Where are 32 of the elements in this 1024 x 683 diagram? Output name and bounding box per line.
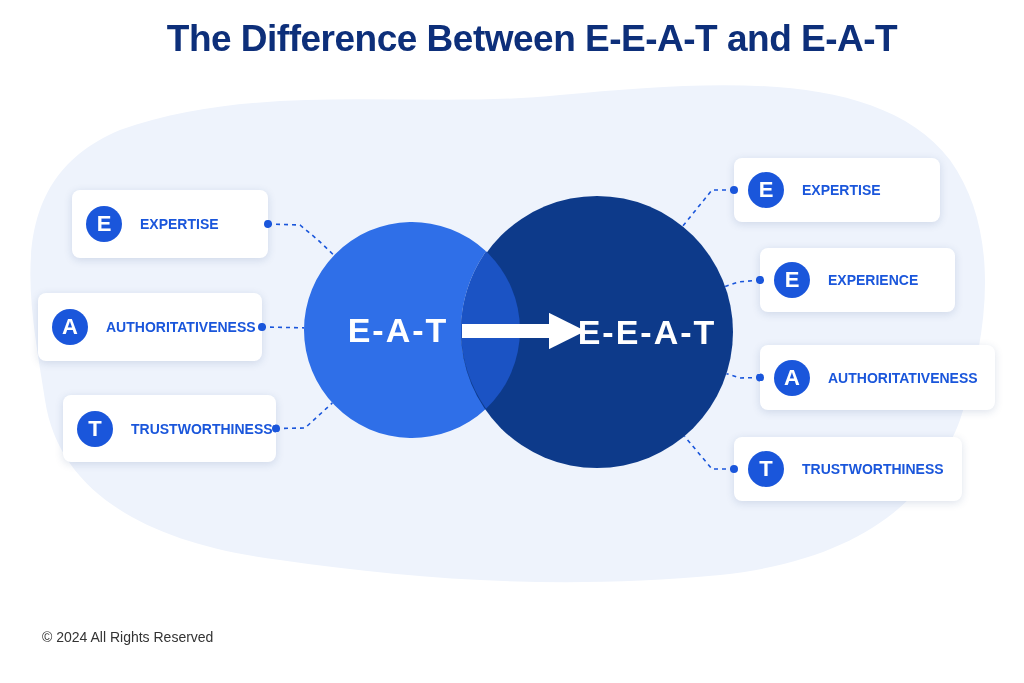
letter-badge: E — [86, 206, 122, 242]
label-card — [72, 190, 268, 258]
letter-badge: A — [52, 309, 88, 345]
circle-label: E-A-T — [347, 310, 449, 350]
circle-label: E-E-A-T — [577, 312, 717, 352]
card-label: EXPERIENCE — [828, 272, 919, 288]
label-card — [734, 437, 962, 501]
label-card — [760, 248, 955, 312]
dashed-connector — [272, 402, 334, 433]
label-card — [734, 158, 940, 222]
card-label: TRUSTWORTHINESS — [802, 461, 944, 477]
copyright-note: © 2024 All Rights Reserved — [42, 629, 214, 645]
letter-badge: T — [748, 451, 784, 487]
letter-badge: E — [748, 172, 784, 208]
dashed-connector — [681, 186, 738, 228]
label-card — [760, 345, 995, 410]
card-label: AUTHORITATIVENESS — [828, 369, 978, 386]
card-label: AUTHORITATIVENESS — [106, 319, 256, 335]
dashed-connector — [264, 220, 335, 257]
label-card — [63, 395, 276, 462]
letter-badge: A — [774, 359, 810, 396]
card-label: TRUSTWORTHINESS — [131, 420, 273, 437]
letter-badge: E — [774, 262, 810, 298]
dashed-connector — [724, 276, 764, 288]
card-label: EXPERTISE — [140, 216, 219, 232]
dashed-connector — [725, 372, 764, 382]
dashed-connector — [683, 435, 738, 473]
title: The Difference Between E-E-A-T and E-A-T — [165, 18, 899, 60]
dashed-connector — [258, 323, 305, 331]
letter-badge: T — [77, 410, 113, 447]
label-card — [38, 293, 262, 361]
card-label: EXPERTISE — [802, 182, 881, 198]
